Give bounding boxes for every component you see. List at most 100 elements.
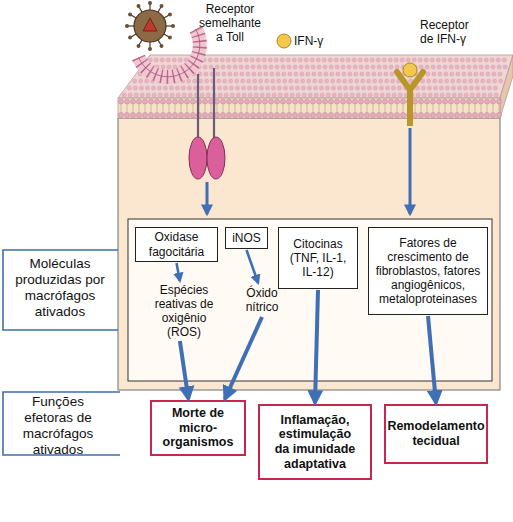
lipid-head [305, 65, 309, 69]
lipid-tail [217, 103, 218, 113]
lipid-head [352, 112, 357, 117]
lipid-head [478, 112, 483, 117]
lipid-tail [283, 103, 284, 113]
lipid-head [394, 99, 399, 104]
lipid-head [496, 99, 501, 104]
lipid-head [433, 79, 437, 83]
lipid-head [301, 79, 305, 83]
lipid-head [493, 79, 497, 83]
microbe-spike [160, 4, 164, 8]
lipid-head [400, 99, 405, 104]
lipid-head [376, 112, 381, 117]
lipid-head [151, 86, 155, 90]
lipid-head [336, 72, 340, 76]
lipid-head [275, 65, 279, 69]
lipid-head [376, 99, 381, 104]
lipid-head [449, 65, 453, 69]
lipid-head [322, 58, 326, 62]
lipid-tail [349, 103, 350, 113]
lipid-head [444, 72, 448, 76]
lipid-head [343, 79, 347, 83]
lipid-head [373, 86, 377, 90]
lipid-head [365, 65, 369, 69]
lipid-head [208, 99, 213, 104]
lipid-head [274, 99, 279, 104]
lipid-head [379, 86, 383, 90]
lipid-head [152, 93, 156, 97]
lipid-head [334, 58, 338, 62]
lipid-head [418, 58, 422, 62]
lipid-head [445, 86, 449, 90]
lipid-head [298, 99, 303, 104]
lipid-head [450, 72, 454, 76]
lipid-head [228, 72, 232, 76]
lipid-head [490, 112, 495, 117]
lipid-tail [307, 103, 308, 113]
lipid-tail [379, 103, 380, 113]
lipid-head [226, 58, 230, 62]
lipid-tail [385, 103, 386, 113]
lipid-head [262, 58, 266, 62]
lipid-head [392, 93, 396, 97]
lipid-head [493, 86, 497, 90]
lipid-head [475, 86, 479, 90]
effect-arrow [428, 316, 436, 403]
lipid-tail [445, 103, 446, 113]
lipid-head [355, 86, 359, 90]
lipid-tail [487, 103, 488, 113]
toll-like-receptor [139, 29, 226, 179]
lipid-head [163, 86, 167, 90]
lipid-head [226, 99, 231, 104]
lipid-head [253, 79, 257, 83]
lipid-head [277, 79, 281, 83]
lipid-head [354, 72, 358, 76]
lipid-head [487, 86, 491, 90]
node-text: Citocinas (TNF, IL-1, IL-12) [283, 237, 353, 279]
lipid-head [266, 93, 270, 97]
lipid-tail [499, 103, 500, 113]
lipid-head [452, 93, 456, 97]
lipid-head [451, 79, 455, 83]
lipid-head [481, 79, 485, 83]
lipid-head [476, 93, 480, 97]
lipid-head [395, 65, 399, 69]
enzyme-box: Oxidase fagocitária [135, 227, 218, 262]
lipid-head [418, 99, 423, 104]
microbe-spike [128, 13, 136, 19]
lipid-head [202, 112, 207, 117]
ifn-gamma-molecule [403, 63, 417, 77]
cytokine-box: Citocinas (TNF, IL-1, IL-12) [278, 227, 358, 289]
signal-arrow [409, 128, 412, 214]
lipid-head [242, 93, 246, 97]
lipid-head [353, 65, 357, 69]
lipid-tail [475, 103, 476, 113]
lipid-head [337, 79, 341, 83]
lipid-head [391, 86, 395, 90]
function-box: Remodelamento tecidual [384, 404, 488, 464]
lipid-head [416, 93, 420, 97]
microbe-spike [164, 34, 172, 40]
lipid-head [349, 86, 353, 90]
lipid-head [475, 79, 479, 83]
lipid-head [235, 86, 239, 90]
lipid-head [317, 65, 321, 69]
lipid-head [209, 65, 213, 69]
lipid-head [472, 99, 477, 104]
lipid-tail [397, 103, 398, 113]
cell-cytoplasm [118, 118, 500, 390]
lipid-head [288, 72, 292, 76]
lipid-head [199, 86, 203, 90]
lipid-head [348, 72, 352, 76]
lipid-head [215, 65, 219, 69]
lipid-head [341, 65, 345, 69]
lipid-head [334, 112, 339, 117]
lipid-head [214, 58, 218, 62]
lipid-head [278, 93, 282, 97]
lipid-head [208, 58, 212, 62]
lipid-head [466, 99, 471, 104]
lipid-head [187, 79, 191, 83]
lipid-head [263, 65, 267, 69]
lipid-head [448, 58, 452, 62]
lipid-head [358, 99, 363, 104]
lipid-head [160, 58, 164, 62]
